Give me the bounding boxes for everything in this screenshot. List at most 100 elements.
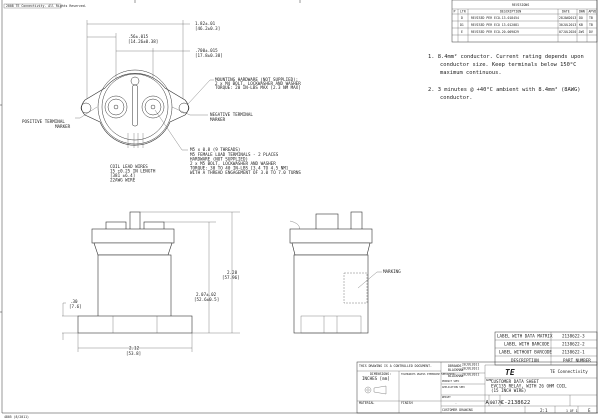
front-view: 2.28 [57.96] 2.07±.02 [52.6±0.5] .30 [7.… — [62, 211, 240, 356]
title-line-1: CUSTOMER DATA SHEET — [491, 379, 539, 384]
table-cell: E — [461, 30, 463, 34]
checked-date: 20JUL2011 — [462, 367, 479, 371]
finish-label: FINISH — [401, 401, 413, 405]
note-1-line-2: conductor size. Keep terminals below 150… — [440, 62, 576, 68]
dim-base-mm: [7.6] — [69, 304, 82, 309]
m5-thread-line-4: 2 x M5 BOLT, LOCKWASHER AND WASHER — [190, 161, 276, 166]
part-desc: LABEL WITH BARCODE — [504, 342, 550, 347]
units-value: INCHES [mm] — [362, 376, 390, 381]
revisions-table: REVISIONS P LTR DESCRIPTION DATE DWN APV… — [451, 0, 598, 43]
application-spec-label: APPLICATION SPEC — [442, 386, 466, 389]
table-cell: 07JUL2020 — [559, 30, 576, 34]
negative-terminal-label: NEGATIVE TERMINAL — [210, 112, 253, 117]
note-1-line-3: maximum continuous. — [440, 70, 502, 76]
positive-terminal-label: POSITIVE TERMINAL — [22, 119, 65, 124]
coil-lead-line-4: 22AWG WIRE — [110, 178, 136, 183]
rev-header-dwn: DWN — [579, 10, 585, 14]
revision-row: D REVISED PER ECO-13-018454 28JAN2013 DO… — [461, 16, 593, 20]
revision-row: E REVISED PER ECO-20-009029 07JUL2020 JW… — [461, 30, 593, 34]
table-cell: 28JAN2013 — [559, 16, 576, 20]
part-number-header: PART NUMBER — [563, 358, 591, 363]
sheet-value: 1 OF 1 — [566, 409, 578, 413]
scale-value: 2:1 — [540, 408, 548, 413]
dim-height-total-in: 2.28 — [227, 270, 238, 275]
revision-value: E — [588, 408, 591, 413]
m5-thread-line-1: M5 x 0.8 (9 THREADS) — [190, 147, 240, 152]
dim-width-in: 1.82±.01 — [195, 21, 216, 26]
part-number: 2138622-3 — [562, 334, 585, 339]
m5-thread-line-3: HARDWARE (NOT SUPPLIED) — [190, 157, 248, 162]
company-name: TE Connectivity — [550, 369, 588, 374]
dim-terminal-in: .56±.015 — [128, 34, 149, 39]
approved-by: BLACKMAN — [448, 374, 463, 378]
coil-lead-line-1: COIL LEAD WIRES — [110, 164, 148, 169]
te-logo: TE — [505, 368, 515, 377]
rev-header-date: DATE — [562, 10, 570, 14]
table-cell: 30JUL2013 — [559, 23, 576, 27]
rev-header-ltr: LTR — [460, 10, 466, 14]
side-view: MARKING — [289, 211, 401, 334]
dimensions-label: DIMENSIONS: — [370, 372, 391, 376]
form-number: 4805 (8/2011) — [4, 415, 29, 419]
title-block: THIS DRAWING IS A CONTROLLED DOCUMENT. D… — [356, 361, 598, 414]
rev-header-desc: DESCRIPTION — [500, 10, 521, 14]
tolerances-label: TOLERANCES UNLESS OTHERWISE SPECIFIED: — [401, 373, 456, 376]
table-cell: REVISED PER ECO-20-009029 — [471, 30, 519, 34]
name-label: NAME — [486, 379, 492, 382]
top-view: 1.82±.01 [46.2±0.3] .56±.015 [14.26±0.38… — [22, 20, 301, 183]
part-number: 2138622-1 — [562, 350, 585, 355]
part-number-table: LABEL WITH DATA MATRIX 2138622-3 LABEL W… — [494, 331, 598, 366]
material-label: MATERIAL — [359, 401, 374, 405]
drawn-by: DBRANDS — [448, 364, 462, 368]
checked-by: BLACKMAN — [448, 368, 463, 372]
dim-terminal-mm: [14.26±0.38] — [128, 39, 158, 44]
coil-lead-line-3: [381 ±6.4] — [110, 173, 135, 178]
m5-thread-line-5: TORQUE: 30 TO 40 IN-LBS [3.4 TO 4.5 NM] — [190, 166, 288, 171]
m5-thread-line-6: WITH A THREAD ENGAGEMENT OF 3.0 TO 7.0 T… — [190, 170, 301, 175]
m5-thread-line-2: M5 FEMALE LOAD TERMINALS - 2 PLACES — [190, 152, 279, 157]
dim-width-in-front: 2.12 — [129, 346, 140, 351]
description-header: DESCRIPTION — [511, 358, 539, 363]
table-cell: DO — [579, 16, 583, 20]
drawing-number: C-2138622 — [501, 400, 530, 406]
part-desc: LABEL WITH DATA MATRIX — [497, 334, 553, 339]
revision-row: D1 REVISED PER ECO 13-012081 30JUL2013 K… — [460, 23, 593, 27]
rev-header-p: P — [454, 10, 456, 14]
note-2-line-1: 2. 3 minutes @ +40°C ambient with 8.4mm²… — [428, 86, 581, 93]
part-number: 2138622-2 — [562, 342, 585, 347]
cage-code: 00779 — [490, 400, 503, 405]
third-angle-projection-icon — [364, 385, 387, 395]
revisions-title: REVISIONS — [512, 3, 529, 7]
dim-width-mm-front: [53.8] — [126, 351, 141, 356]
table-cell: KB — [579, 23, 583, 27]
title-line-3: (15 INCH WIRE) — [491, 388, 526, 393]
controlled-document-note: THIS DRAWING IS A CONTROLLED DOCUMENT. — [359, 364, 432, 368]
table-cell: TB — [589, 16, 593, 20]
table-cell: DV — [589, 30, 593, 34]
mounting-hardware-line-3: TORQUE: 20 IN-LBS MAX [2.3 NM MAX] — [215, 85, 301, 90]
table-cell: REVISED PER ECO 13-012081 — [471, 23, 519, 27]
notes: 1. 8.4mm² conductor. Current rating depe… — [428, 53, 584, 101]
dim-height-total-mm: [57.96] — [222, 275, 240, 280]
weight-value: - — [455, 401, 457, 405]
marking-label: MARKING — [383, 269, 401, 274]
dim-spacing-mm: [17.8±0.38] — [195, 53, 223, 58]
dim-base-in: .30 — [70, 299, 78, 304]
note-1-line-1: 1. 8.4mm² conductor. Current rating depe… — [428, 53, 584, 60]
table-cell: TB — [589, 23, 593, 27]
coil-lead-line-2: 15 ±0.25 IN LENGTH — [110, 169, 156, 174]
dim-height-body-in: 2.07±.02 — [196, 292, 217, 297]
dim-width-mm: [46.2±0.3] — [195, 26, 220, 31]
size-value: A — [486, 400, 490, 406]
dim-spacing-in: .700±.015 — [195, 48, 218, 53]
approved-date: 20JUL2011 — [462, 373, 479, 377]
table-cell: REVISED PER ECO-13-018454 — [471, 16, 519, 20]
note-2-line-2: conductor. — [440, 95, 472, 101]
copyright-notice: 2008 TE Connectivity. All Rights Reserve… — [6, 4, 87, 8]
table-cell: D — [461, 16, 463, 20]
positive-terminal-label-2: MARKER — [55, 124, 71, 129]
title-line-2: EVC135 RELAY, WITH 26 OHM COIL — [491, 384, 567, 389]
product-spec-label: PRODUCT SPEC — [442, 380, 460, 383]
dim-height-body-mm: [52.6±0.5] — [194, 297, 219, 302]
